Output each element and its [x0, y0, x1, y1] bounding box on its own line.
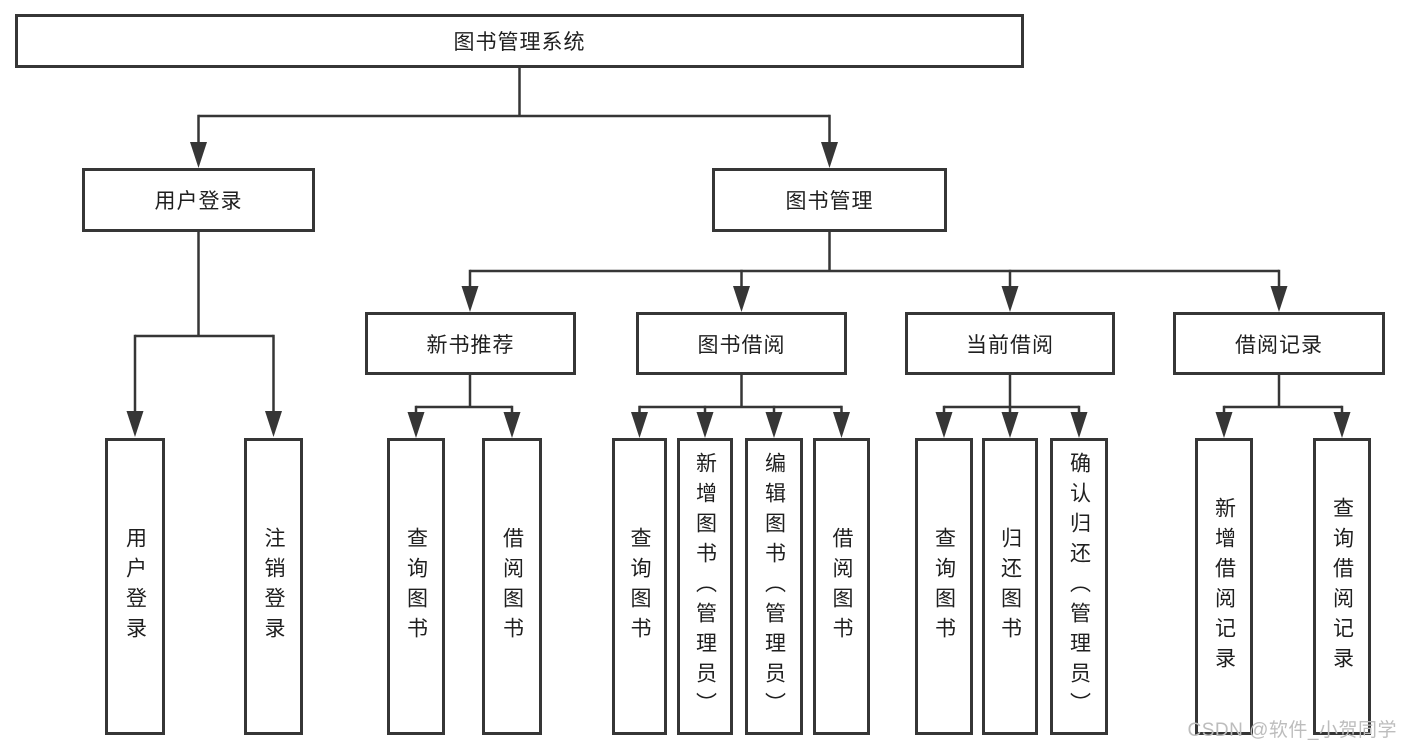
- leaf-nb-query-books: 查询图书: [387, 438, 445, 735]
- leaf-label: 新增借阅记录: [1212, 496, 1236, 677]
- leaf-user-login: 用户登录: [105, 438, 165, 735]
- arrowhead: [833, 412, 850, 438]
- leaf-label: 用户登录: [123, 526, 147, 647]
- node-current-borrow: 当前借阅: [905, 312, 1115, 375]
- leaf-label: 新增图书（管理员）: [693, 451, 717, 722]
- leaf-label: 借阅图书: [830, 526, 853, 647]
- leaf-bb-borrow-books: 借阅图书: [813, 438, 870, 735]
- arrowhead: [461, 286, 479, 312]
- leaf-label: 查询图书: [404, 526, 428, 647]
- arrowhead: [935, 412, 953, 438]
- node-user-login: 用户登录: [82, 168, 315, 232]
- arrowhead: [503, 412, 521, 438]
- arrowhead: [1270, 286, 1288, 312]
- arrowhead: [733, 286, 750, 312]
- arrowhead: [190, 142, 207, 168]
- arrowhead: [407, 412, 425, 438]
- arrowhead: [1070, 412, 1088, 438]
- arrowhead: [631, 412, 648, 438]
- leaf-bb-query-books: 查询图书: [612, 438, 667, 735]
- node-book-borrow: 图书借阅: [636, 312, 847, 375]
- node-new-book-recommend: 新书推荐: [365, 312, 576, 375]
- leaf-label: 归还图书: [998, 526, 1022, 647]
- leaf-nb-borrow-books: 借阅图书: [482, 438, 542, 735]
- leaf-label: 借阅图书: [500, 526, 524, 647]
- arrowhead: [696, 412, 714, 438]
- leaf-logout: 注销登录: [244, 438, 303, 735]
- arrowhead: [821, 142, 838, 168]
- csdn-watermark: CSDN @软件_小贺同学: [1187, 720, 1397, 741]
- leaf-label: 编辑图书（管理员）: [762, 451, 786, 722]
- leaf-label: 查询借阅记录: [1330, 496, 1354, 677]
- leaf-label: 注销登录: [262, 526, 285, 647]
- leaf-label: 查询图书: [932, 526, 956, 647]
- arrowhead: [765, 412, 783, 438]
- arrowhead: [126, 411, 144, 437]
- node-root: 图书管理系统: [15, 14, 1024, 68]
- arrowhead: [1001, 412, 1019, 438]
- arrowhead: [1333, 412, 1351, 438]
- leaf-cb-return-books: 归还图书: [982, 438, 1038, 735]
- leaf-bb-edit-books-admin: 编辑图书（管理员）: [745, 438, 803, 735]
- leaf-cb-confirm-return-admin: 确认归还（管理员）: [1050, 438, 1108, 735]
- node-book-management: 图书管理: [712, 168, 947, 232]
- arrowhead: [1001, 286, 1019, 312]
- arrowhead: [1215, 412, 1233, 438]
- leaf-br-query-record: 查询借阅记录: [1313, 438, 1371, 735]
- node-borrow-records: 借阅记录: [1173, 312, 1385, 375]
- leaf-bb-add-books-admin: 新增图书（管理员）: [677, 438, 733, 735]
- leaf-label: 确认归还（管理员）: [1067, 451, 1091, 722]
- leaf-br-add-record: 新增借阅记录: [1195, 438, 1253, 735]
- arrowhead: [265, 411, 282, 437]
- leaf-label: 查询图书: [628, 526, 651, 647]
- leaf-cb-query-books: 查询图书: [915, 438, 973, 735]
